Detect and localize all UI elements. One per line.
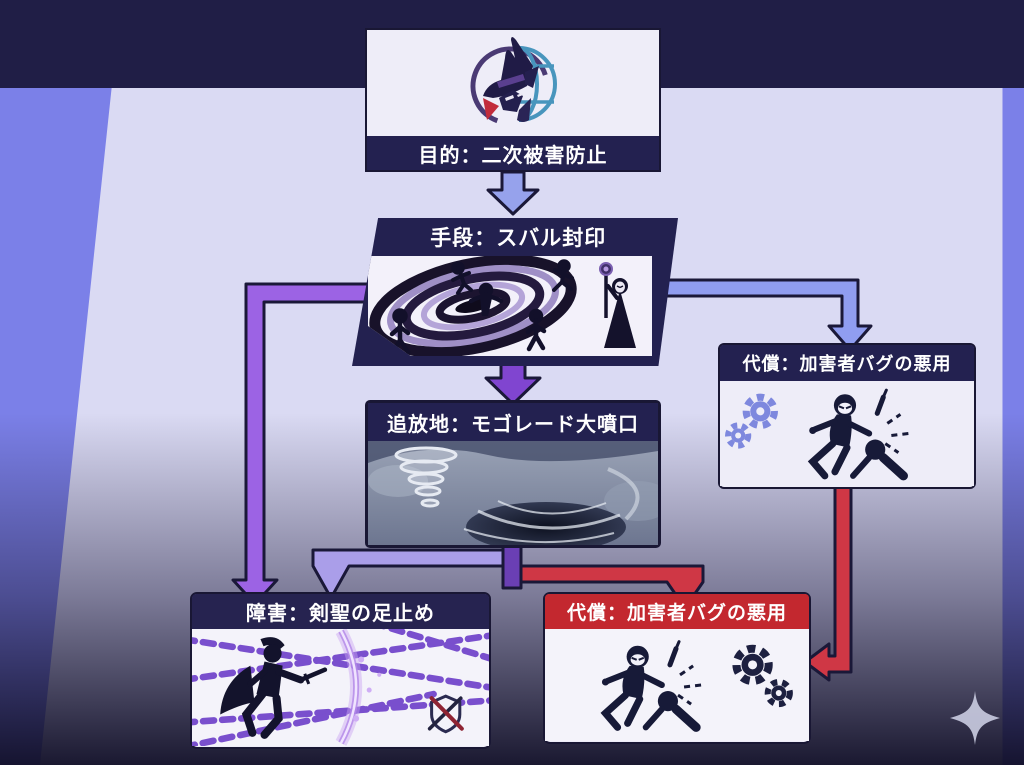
- cost-result-node-label: 代償：加害者バグの悪用: [545, 594, 809, 629]
- sword-saint-silhouette-icon: [220, 637, 328, 739]
- obstacle-node-label: 障害：剣聖の足止め: [192, 594, 489, 629]
- seal-vortex-illustration: [368, 256, 652, 356]
- purpose-node: 目的：二次被害防止: [365, 28, 661, 172]
- masked-attacker-icon: [809, 390, 908, 476]
- four-point-sparkle-icon: [950, 691, 1000, 745]
- figure-running-top-right: [552, 259, 574, 292]
- arrow-means-to-exile: [484, 358, 542, 406]
- obstacle-node: 障害：剣聖の足止め: [190, 592, 491, 749]
- exile-node-label: 追放地：モゴレード大噴口: [368, 403, 658, 441]
- cost-result-node: 代償：加害者バグの悪用: [543, 592, 811, 744]
- exile-node: 追放地：モゴレード大噴口: [365, 400, 661, 548]
- chained-swordsman-illustration: [192, 629, 489, 746]
- arrow-exile-to-obstacle: [311, 548, 514, 600]
- tornado-funnel: [394, 446, 458, 508]
- figure-sinking-center: [468, 282, 504, 316]
- magic-barrier-arc: [335, 629, 382, 746]
- cost-branch-node-label: 代償：加害者バグの悪用: [720, 345, 974, 381]
- witch-mask-globe-logo-icon: [470, 37, 557, 126]
- figure-tipping-top: [451, 261, 473, 295]
- crater-storm-illustration: [368, 441, 658, 545]
- cost-branch-node: 代償：加害者バグの悪用: [718, 343, 976, 489]
- crossed-sword-shield-icon: [427, 694, 464, 734]
- gears-icon: [732, 644, 793, 708]
- bug-abuse-result-illustration: [545, 629, 809, 741]
- arrow-purpose-to-means: [486, 170, 540, 216]
- means-node: 手段：スバル封印: [352, 218, 678, 366]
- means-node-label: 手段：スバル封印: [430, 226, 607, 250]
- figure-walking-bottom: [525, 308, 547, 352]
- purpose-node-label: 目的：二次被害防止: [367, 136, 659, 170]
- arrow-means-to-cost-branch: [658, 278, 873, 352]
- masked-attacker-icon: [602, 642, 701, 728]
- masked-witch-figure: [599, 262, 636, 348]
- arrow-exile-junction-stub: [501, 544, 523, 590]
- gears-icon: [725, 393, 778, 449]
- bug-abuse-illustration: [720, 381, 974, 486]
- arrow-cost-branch-to-cost-result: [803, 485, 853, 682]
